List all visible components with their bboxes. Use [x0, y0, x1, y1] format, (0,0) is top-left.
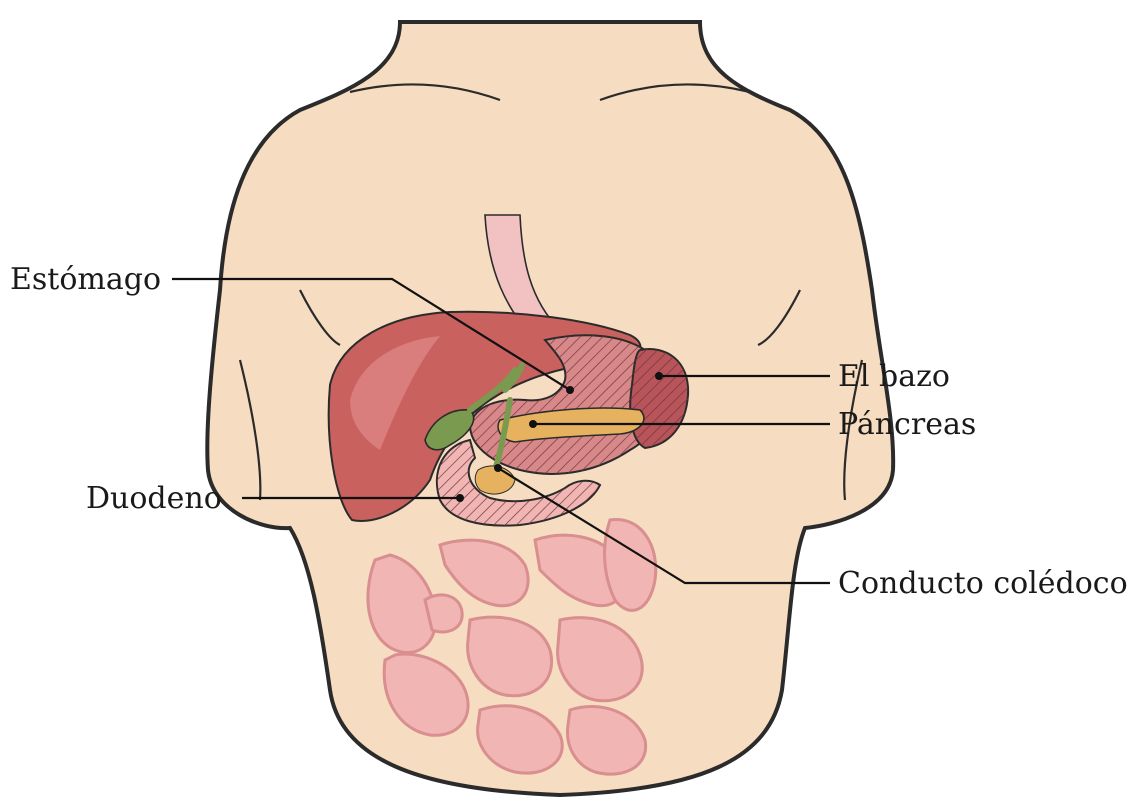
label-duodeno: Duodeno	[86, 481, 222, 516]
dot-coledoco	[494, 464, 502, 472]
label-coledoco: Conducto colédoco	[838, 566, 1128, 601]
label-pancreas: Páncreas	[838, 407, 976, 442]
dot-estomago	[566, 386, 574, 394]
label-bazo: El bazo	[838, 359, 950, 394]
dot-duodeno	[456, 494, 464, 502]
dot-pancreas	[529, 420, 537, 428]
label-estomago: Estómago	[10, 262, 161, 297]
intestine-coil	[425, 595, 462, 632]
dot-bazo	[655, 372, 663, 380]
